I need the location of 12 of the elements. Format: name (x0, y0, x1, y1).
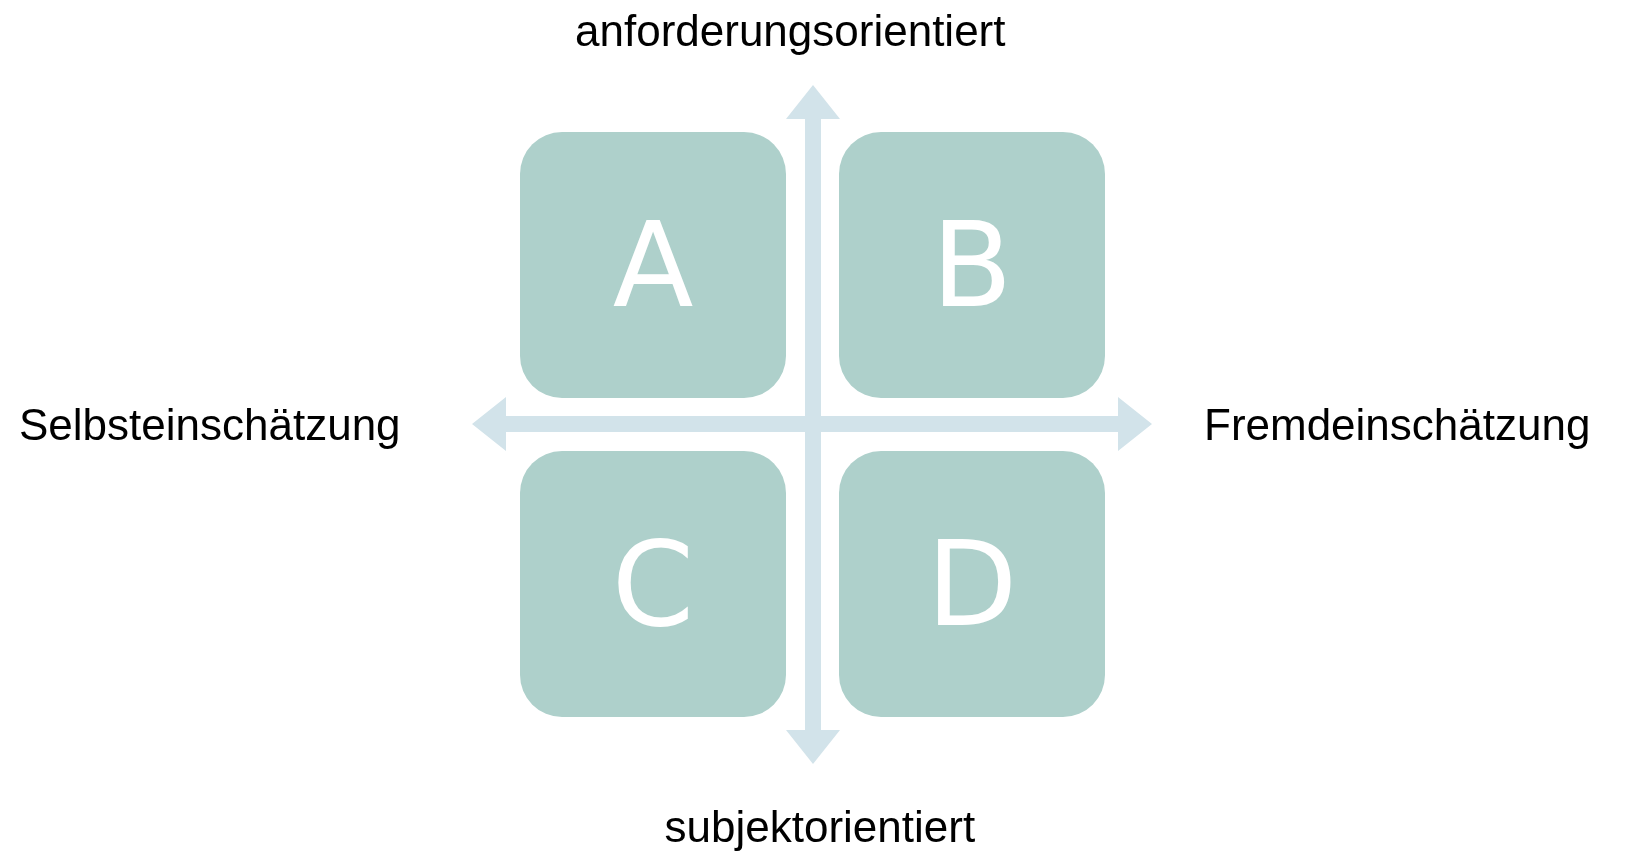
quadrant-box (520, 132, 786, 398)
axis-label: Selbsteinschätzung (19, 400, 401, 451)
quadrant-letter: D (926, 525, 1018, 643)
quadrant-box (839, 451, 1105, 717)
quadrant-box (839, 132, 1105, 398)
quadrant-letter: B (931, 206, 1013, 324)
axis-label: anforderungsorientiert (575, 6, 1006, 57)
quadrant-letter: A (612, 206, 694, 324)
axis-label: subjektorientiert (664, 802, 976, 852)
quadrant-letter: C (611, 525, 695, 643)
quadrant-box (520, 451, 786, 717)
axis-label: Fremdeinschätzung (1204, 400, 1591, 451)
